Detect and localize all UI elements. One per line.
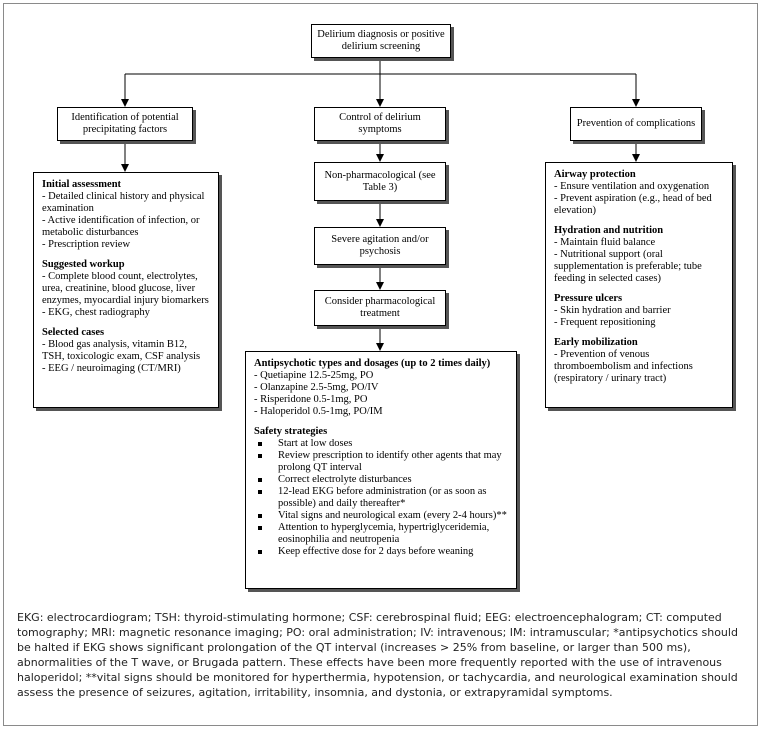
bullet-item: Vital signs and neurological exam (every… [254, 510, 508, 522]
node-nonpharm-label: Non-pharmacological (see Table 3) [324, 169, 436, 193]
bullet-item: Keep effective dose for 2 days before we… [254, 546, 508, 558]
left-section-initial-assessment: Initial assessment - Detailed clinical h… [42, 179, 210, 251]
right-section-pressure-ulcers: Pressure ulcers - Skin hydration and bar… [554, 293, 724, 329]
list-item: - Frequent repositioning [554, 317, 656, 328]
node-prevention: Prevention of complications [570, 107, 702, 141]
node-pharm-label: Consider pharmacological treatment [324, 296, 436, 319]
node-severe: Severe agitation and/or psychosis [314, 227, 446, 265]
bullet-item: Review prescription to identify other ag… [254, 450, 508, 474]
bullet-item: Correct electrolyte disturbances [254, 474, 508, 486]
node-pharm: Consider pharmacological treatment [314, 290, 446, 326]
left-section-selected-cases: Selected cases - Blood gas analysis, vit… [42, 327, 210, 375]
list-item: - EEG / neuroimaging (CT/MRI) [42, 363, 181, 374]
section-title: Antipsychotic types and dosages (up to 2… [254, 358, 491, 369]
node-identification-label: Identification of potential precipitatin… [71, 112, 179, 135]
list-item: - Risperidone 0.5-1mg, PO [254, 394, 368, 405]
section-title: Early mobilization [554, 337, 638, 348]
list-item: - Prevention of venous thromboembolism a… [554, 349, 693, 384]
safety-list: Start at low doses Review prescription t… [254, 438, 508, 558]
list-item: - Detailed clinical history and physical… [42, 191, 205, 214]
node-nonpharm: Non-pharmacological (see Table 3) [314, 162, 446, 201]
list-item: - Blood gas analysis, vitamin B12, TSH, … [42, 339, 201, 362]
list-item: - Ensure ventilation and oxygenation [554, 181, 710, 192]
node-severe-label: Severe agitation and/or psychosis [331, 234, 429, 257]
node-control-label: Control of delirium symptoms [339, 112, 421, 135]
list-item: - Skin hydration and barrier [554, 305, 671, 316]
section-title: Airway protection [554, 169, 636, 180]
left-box: Initial assessment - Detailed clinical h… [33, 172, 219, 408]
bullet-item: Start at low doses [254, 438, 508, 450]
left-section-suggested-workup: Suggested workup - Complete blood count,… [42, 259, 210, 319]
safety-section: Safety strategies Start at low doses Rev… [254, 426, 508, 558]
list-item: - Active identification of infection, or… [42, 215, 200, 238]
node-identification: Identification of potential precipitatin… [57, 107, 193, 141]
section-title: Initial assessment [42, 179, 122, 190]
list-item: - Olanzapine 2.5-5mg, PO/IV [254, 382, 379, 393]
right-box: Airway protection - Ensure ventilation a… [545, 162, 733, 408]
node-start: Delirium diagnosis or positive delirium … [311, 24, 451, 58]
section-title: Selected cases [42, 327, 105, 338]
node-start-label: Delirium diagnosis or positive delirium … [317, 29, 445, 52]
right-section-airway: Airway protection - Ensure ventilation a… [554, 169, 724, 217]
list-item: - Prescription review [42, 239, 131, 250]
list-item: - Maintain fluid balance [554, 237, 656, 248]
right-section-hydration: Hydration and nutrition - Maintain fluid… [554, 225, 724, 285]
list-item: - Complete blood count, electrolytes, ur… [42, 271, 209, 306]
node-prevention-label: Prevention of complications [576, 118, 696, 129]
bullet-item: 12-lead EKG before administration (or as… [254, 486, 508, 510]
section-title: Hydration and nutrition [554, 225, 664, 236]
antipsychotic-section: Antipsychotic types and dosages (up to 2… [254, 358, 508, 418]
list-item: - Quetiapine 12.5-25mg, PO [254, 370, 374, 381]
list-item: - Nutritional support (oral supplementat… [554, 249, 702, 284]
list-item: - Prevent aspiration (e.g., head of bed … [554, 193, 712, 216]
node-control: Control of delirium symptoms [314, 107, 446, 141]
section-title: Safety strategies [254, 426, 328, 437]
footnote: EKG: electrocardiogram; TSH: thyroid-sti… [17, 611, 738, 699]
section-title: Pressure ulcers [554, 293, 623, 304]
section-title: Suggested workup [42, 259, 125, 270]
bullet-item: Attention to hyperglycemia, hypertriglyc… [254, 522, 508, 546]
list-item: - EKG, chest radiography [42, 307, 150, 318]
list-item: - Haloperidol 0.5-1mg, PO/IM [254, 406, 383, 417]
bottom-box: Antipsychotic types and dosages (up to 2… [245, 351, 517, 589]
right-section-mobilization: Early mobilization - Prevention of venou… [554, 337, 724, 385]
